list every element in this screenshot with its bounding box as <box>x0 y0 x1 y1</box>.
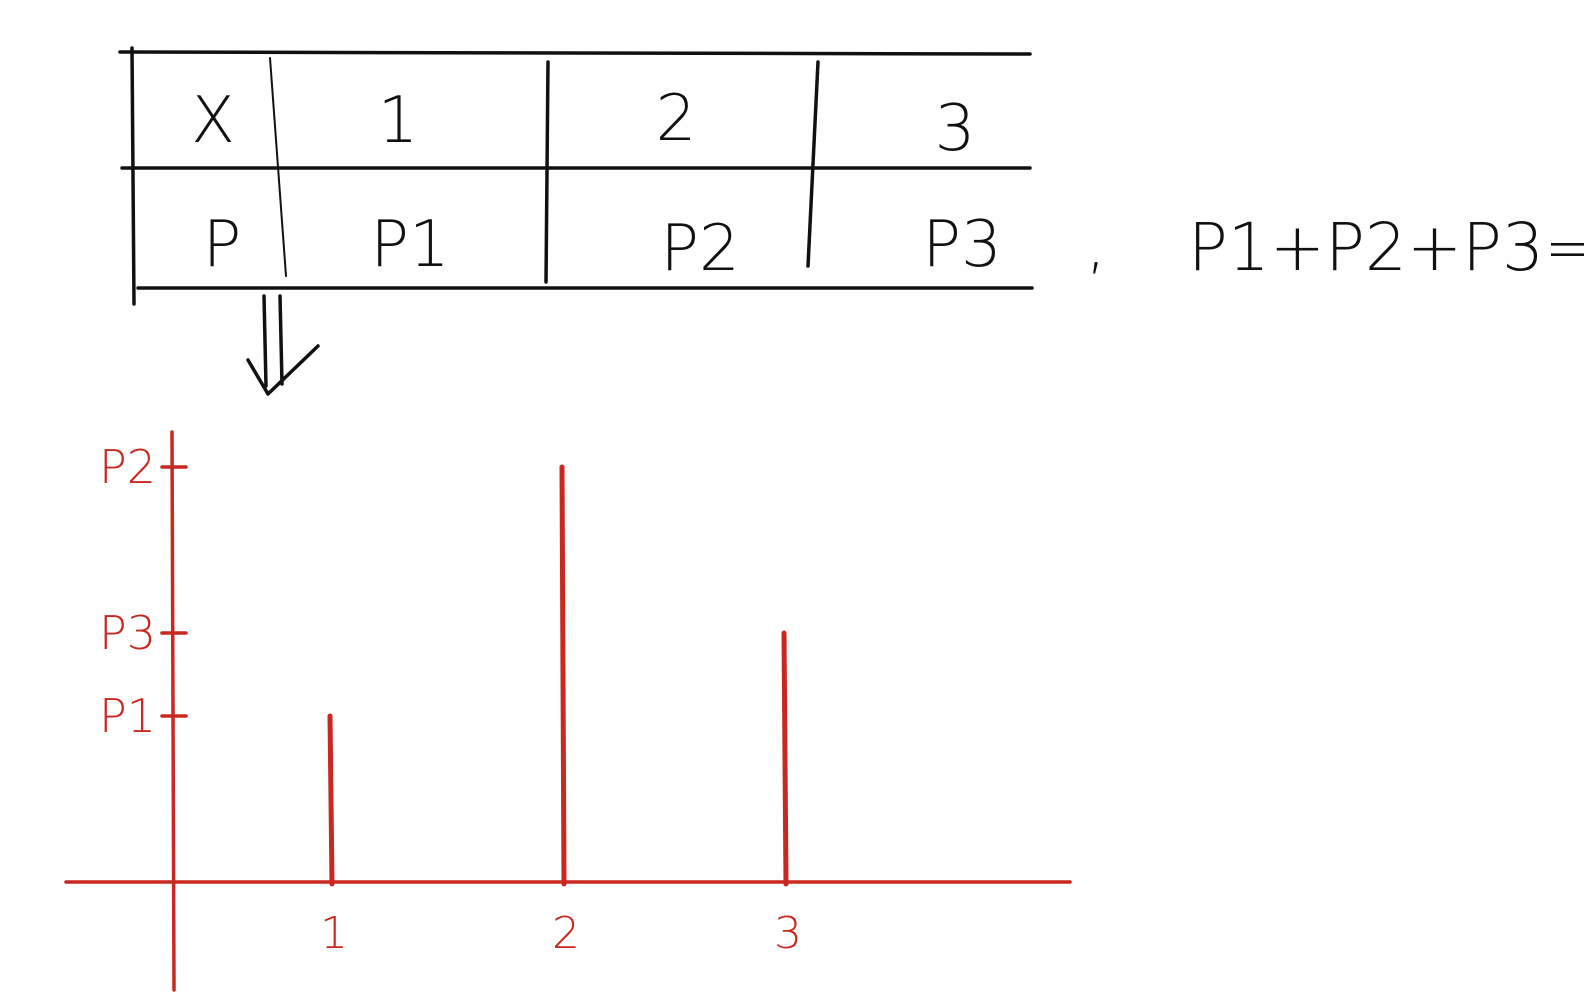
chart-bar-1 <box>327 713 335 887</box>
probability-chart: 1 2 3 P1 P3 P2 <box>64 430 1072 992</box>
sum-equation: P1+P2+P3=1 <box>1188 209 1584 286</box>
y-tick-label-p2: P2 <box>99 440 156 494</box>
prob-cell-p: P <box>203 208 242 282</box>
prob-cell-p1: P1 <box>370 208 449 282</box>
table-divider-header <box>269 57 287 277</box>
chart-marks: 1 2 3 P1 P3 P2 <box>99 440 802 959</box>
prob-cell-p2: P2 <box>660 212 739 286</box>
prob-cell-p3: P3 <box>922 208 1001 282</box>
table-left-border <box>130 46 136 306</box>
chart-bar-3 <box>781 630 789 887</box>
distribution-table: X 1 2 3 P P1 P2 P3 <box>118 46 1034 306</box>
chart-y-axis <box>170 430 176 992</box>
table-divider-1 <box>544 60 550 284</box>
separator-comma: , <box>1086 208 1106 282</box>
header-cell-2: 2 <box>656 82 697 156</box>
y-tick-label-p3: P3 <box>99 606 156 660</box>
double-down-arrow-icon <box>246 294 320 396</box>
header-cell-x: X <box>191 84 235 158</box>
x-tick-label-1: 1 <box>320 908 348 959</box>
x-tick-label-3: 3 <box>774 908 802 959</box>
table-top-rule <box>118 50 1032 56</box>
chart-bar-2 <box>559 464 567 887</box>
table-divider-2 <box>806 60 820 268</box>
header-cell-3: 3 <box>935 92 976 166</box>
header-cell-1: 1 <box>378 84 419 158</box>
y-tick-label-p1: P1 <box>99 689 156 743</box>
x-tick-label-2: 2 <box>552 908 580 959</box>
